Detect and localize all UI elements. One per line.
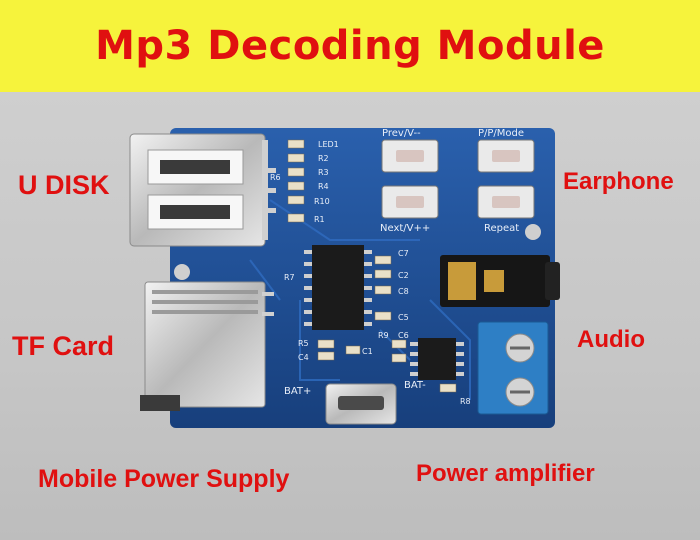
silk-led1: LED1	[318, 140, 339, 149]
silk-r9: R9	[378, 331, 389, 340]
tf-card-slot	[140, 281, 274, 411]
silk-r2: R2	[318, 154, 329, 163]
amplifier-chip	[410, 338, 464, 380]
silk-repeat: Repeat	[484, 223, 519, 234]
silk-r5: R5	[298, 339, 309, 348]
silk-prev: Prev/V--	[382, 128, 421, 139]
label-u-disk: U DISK	[18, 170, 110, 200]
button-prev	[381, 139, 439, 173]
label-earphone: Earphone	[563, 168, 674, 195]
silk-c1: C1	[362, 347, 373, 356]
silk-c5: C5	[398, 313, 409, 322]
silk-r10: R10	[314, 197, 330, 206]
label-audio: Audio	[577, 326, 645, 353]
decoder-chip	[304, 245, 372, 330]
button-next	[381, 185, 439, 219]
mounting-hole	[525, 224, 541, 240]
silk-c8: C8	[398, 287, 409, 296]
silk-bat-plus: BAT+	[284, 386, 311, 397]
silk-c7: C7	[398, 249, 409, 258]
label-tf-card: TF Card	[12, 331, 115, 361]
silk-c2: C2	[398, 271, 409, 280]
silk-bat-minus: BAT-	[404, 380, 426, 391]
usb-port	[129, 133, 276, 247]
mounting-hole	[174, 264, 190, 280]
button-repeat	[477, 185, 535, 219]
label-power-amplifier: Power amplifier	[416, 460, 595, 487]
silk-r4: R4	[318, 182, 329, 191]
silk-c4: C4	[298, 353, 309, 362]
silk-r3: R3	[318, 168, 329, 177]
silk-r8: R8	[460, 397, 471, 406]
title-banner: Mp3 Decoding Module	[0, 0, 700, 92]
label-mobile-power-supply: Mobile Power Supply	[38, 465, 290, 493]
silk-c6: C6	[398, 331, 409, 340]
silk-r7: R7	[284, 273, 295, 282]
silk-next: Next/V++	[380, 223, 430, 234]
silk-r6: R6	[270, 173, 281, 182]
silk-r1: R1	[314, 215, 325, 224]
button-ppmode	[477, 139, 535, 173]
micro-usb-port	[325, 383, 397, 425]
earphone-jack	[440, 255, 560, 307]
silk-ppmode: P/P/Mode	[478, 128, 524, 139]
banner-title: Mp3 Decoding Module	[95, 23, 605, 69]
audio-terminal	[477, 321, 549, 415]
